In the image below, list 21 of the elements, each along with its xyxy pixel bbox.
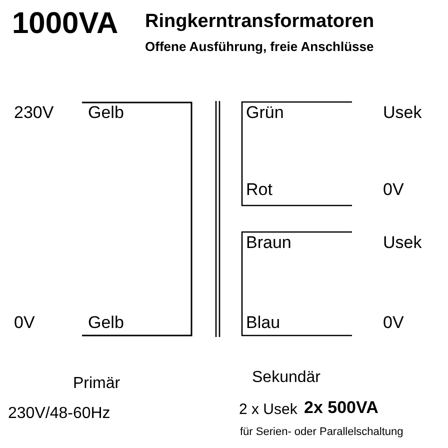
voltage-label: Usek xyxy=(383,234,422,251)
wire-color-label: Gelb xyxy=(88,104,124,121)
wire-color-label: Braun xyxy=(246,234,292,251)
voltage-label: 0V xyxy=(383,181,404,198)
power-rating: 2x 500VA xyxy=(304,399,378,416)
voltage-label: 0V xyxy=(14,314,35,331)
voltage-label: Usek xyxy=(383,104,422,121)
input-spec: 230V/48-60Hz xyxy=(8,406,110,422)
power-rating: 1000VA xyxy=(12,9,118,39)
winding-caption: Sekundär xyxy=(252,370,320,386)
wire-color-label: Gelb xyxy=(88,314,124,331)
title: Ringkerntransformatoren xyxy=(145,12,374,31)
voltage-label: 230V xyxy=(14,104,54,121)
winding-caption: Primär xyxy=(73,376,120,392)
subtitle: Offene Ausführung, freie Anschlüsse xyxy=(145,40,374,53)
note-text: für Serien- oder Parallelschaltung xyxy=(240,427,404,438)
wire-color-label: Grün xyxy=(246,104,284,121)
output-label: 2 x Usek xyxy=(239,402,298,417)
voltage-label: 0V xyxy=(383,314,404,331)
wire-color-label: Blau xyxy=(246,314,280,331)
wire-color-label: Rot xyxy=(246,181,272,198)
